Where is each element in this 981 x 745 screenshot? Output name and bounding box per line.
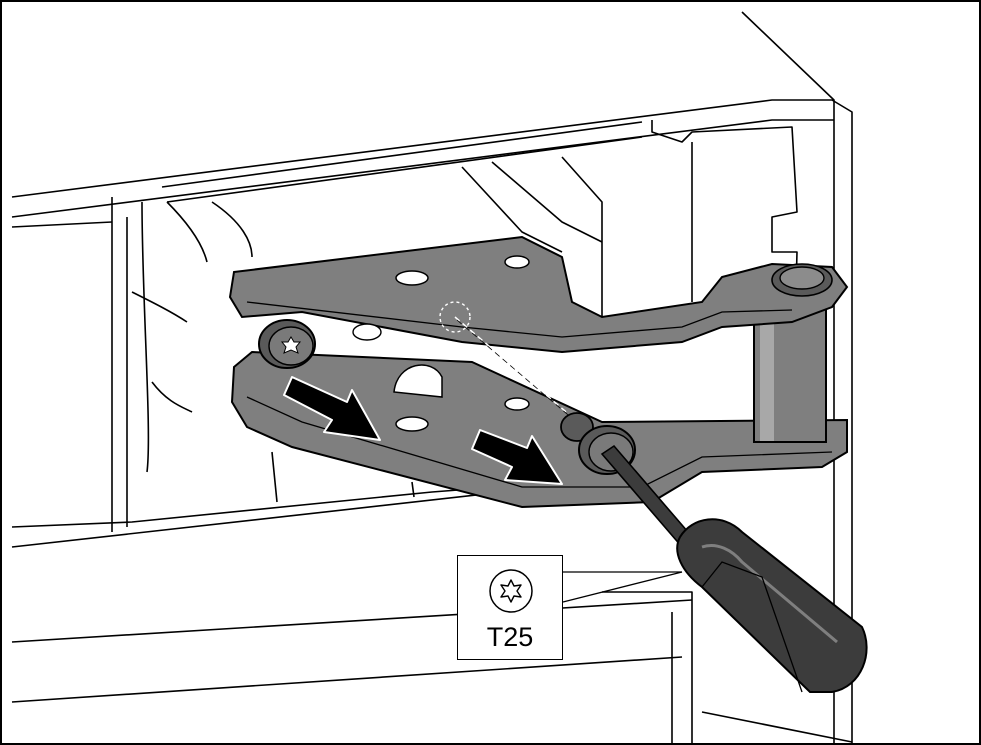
removal-arrow-left [283, 376, 381, 441]
hinge-pin [753, 306, 827, 443]
guide-line [454, 316, 573, 418]
removal-arrow-right [471, 429, 563, 485]
lower-hinge-plate [230, 350, 848, 509]
callout-leader [562, 571, 683, 603]
tool-callout: T25 [457, 555, 563, 660]
torx-icon [489, 569, 533, 613]
screwdriver [600, 444, 868, 693]
upper-hinge-plate [228, 235, 849, 354]
tool-size-label: T25 [486, 622, 534, 652]
appliance-body [11, 11, 853, 743]
left-screw [258, 319, 316, 369]
